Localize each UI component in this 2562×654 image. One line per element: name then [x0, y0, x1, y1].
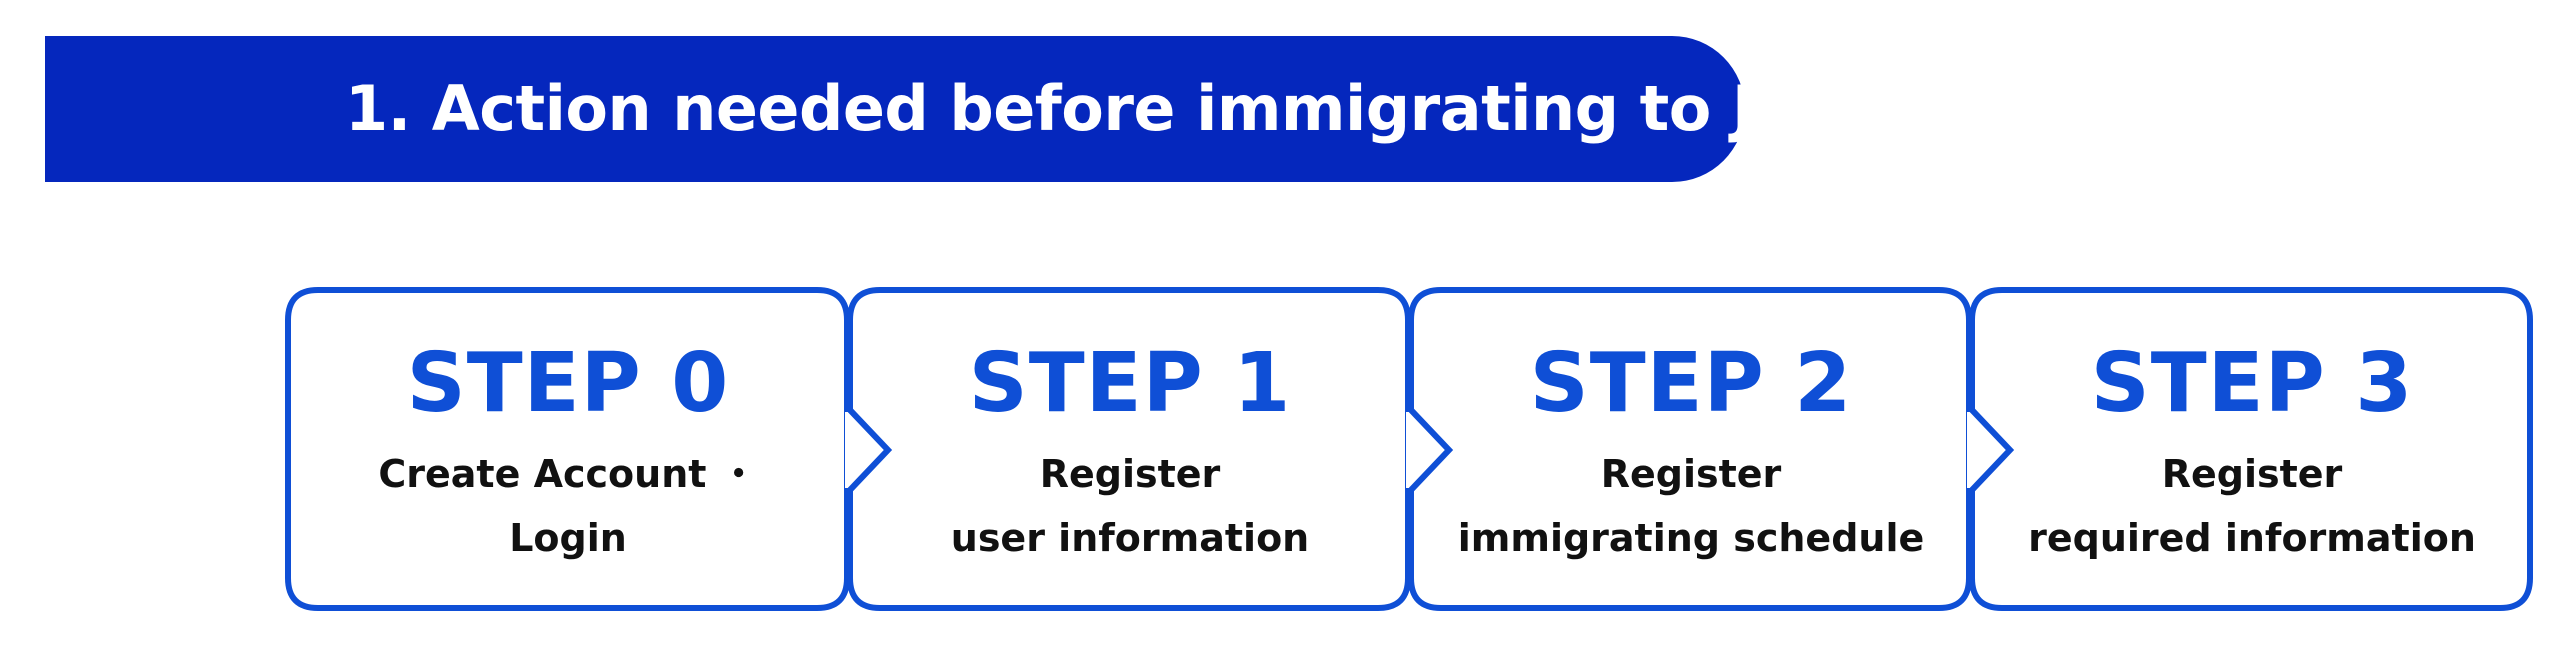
chevron-right-icon	[845, 407, 893, 493]
chevron-right-icon	[1967, 407, 2015, 493]
step-description-line: Register	[1039, 452, 1221, 496]
step-card-outline-2	[1408, 287, 1972, 611]
step-label: STEP 3	[2090, 336, 2414, 431]
step-description-line: Register	[1600, 452, 1782, 496]
step-card-1: STEP 1 Register user information	[850, 290, 1410, 608]
header-banner: 1. Action needed before immigrating to J…	[45, 36, 1925, 182]
step-description: Register user information	[951, 442, 1309, 570]
step-card-3: STEP 3 Register required information	[1972, 290, 2532, 608]
step-description: Register immigrating schedule	[1458, 442, 1925, 570]
step-label: STEP 1	[968, 336, 1292, 431]
step-card-outline-1	[847, 287, 1411, 611]
chevron-right-icon	[1406, 407, 1454, 493]
step-description-line: Create Account ・	[378, 452, 758, 496]
step-description-line: immigrating schedule	[1457, 516, 1925, 560]
step-card-2: STEP 2 Register immigrating schedule	[1411, 290, 1971, 608]
step-label: STEP 0	[406, 336, 730, 431]
step-description-line: required information	[2028, 516, 2476, 560]
step-card-0: STEP 0 Create Account ・ Login	[288, 290, 848, 608]
step-description-line: user information	[950, 516, 1310, 560]
step-description-line: Login	[509, 516, 627, 560]
step-card-outline-0	[285, 287, 850, 611]
page-title: 1. Action needed before immigrating to J…	[345, 72, 1925, 145]
step-description: Register required information	[2028, 442, 2476, 570]
step-card-outline-3	[1969, 287, 2533, 611]
step-description-line: Register	[2161, 452, 2343, 496]
step-description: Create Account ・ Login	[378, 442, 757, 570]
step-label: STEP 2	[1529, 336, 1853, 431]
